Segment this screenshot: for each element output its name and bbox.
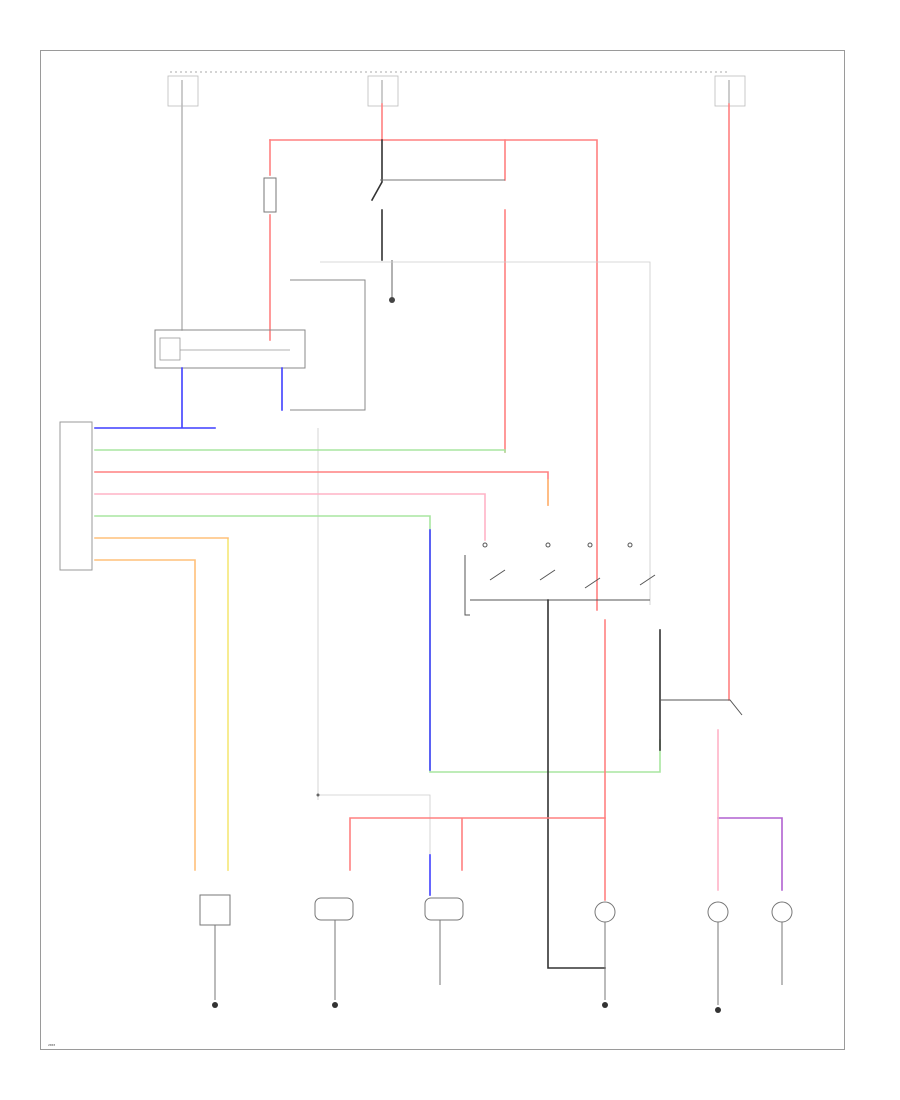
wire-orange (94, 537, 229, 871)
ground-1 (212, 1002, 218, 1008)
left-headlight (314, 897, 354, 1000)
ground-3 (602, 1002, 608, 1008)
wire-purple (717, 817, 783, 891)
fuse-left (167, 75, 199, 107)
headlight-switch (464, 542, 656, 616)
wire-blue (94, 367, 283, 429)
lamp-right-1 (707, 901, 729, 1005)
fuse-center (367, 75, 399, 107)
wire-red-bottom-bus (349, 817, 606, 871)
right-headlight (424, 897, 464, 985)
wire-red-h1 (94, 471, 549, 506)
wire-orange-2 (94, 559, 196, 871)
relay-right-contact (660, 699, 743, 716)
fuse-right (714, 75, 746, 107)
wire-green-1 (94, 449, 506, 453)
wire-red-bus (269, 103, 598, 611)
relay-inner (159, 337, 181, 361)
wire-pink-h (94, 493, 486, 541)
diagram-frame (40, 50, 845, 1050)
relay-box (154, 329, 306, 369)
tail-switch (199, 894, 231, 1000)
wire-green-2 (94, 515, 661, 773)
lamp-right-2 (771, 901, 793, 985)
wire-gray-thin-2 (320, 261, 651, 605)
control-connector (59, 421, 93, 571)
relay-contact (370, 139, 383, 261)
indicator-lamp (594, 901, 616, 1000)
wire-dark (547, 599, 606, 969)
relay-node (389, 297, 395, 303)
ground-2 (332, 1002, 338, 1008)
junction (316, 793, 320, 797)
resistor-element (263, 177, 277, 213)
footer-code: 2003 (48, 1043, 55, 1047)
wire-gray-bottom (318, 794, 431, 855)
wire-gray-thin-1 (290, 279, 366, 411)
ground-4 (715, 1007, 721, 1013)
